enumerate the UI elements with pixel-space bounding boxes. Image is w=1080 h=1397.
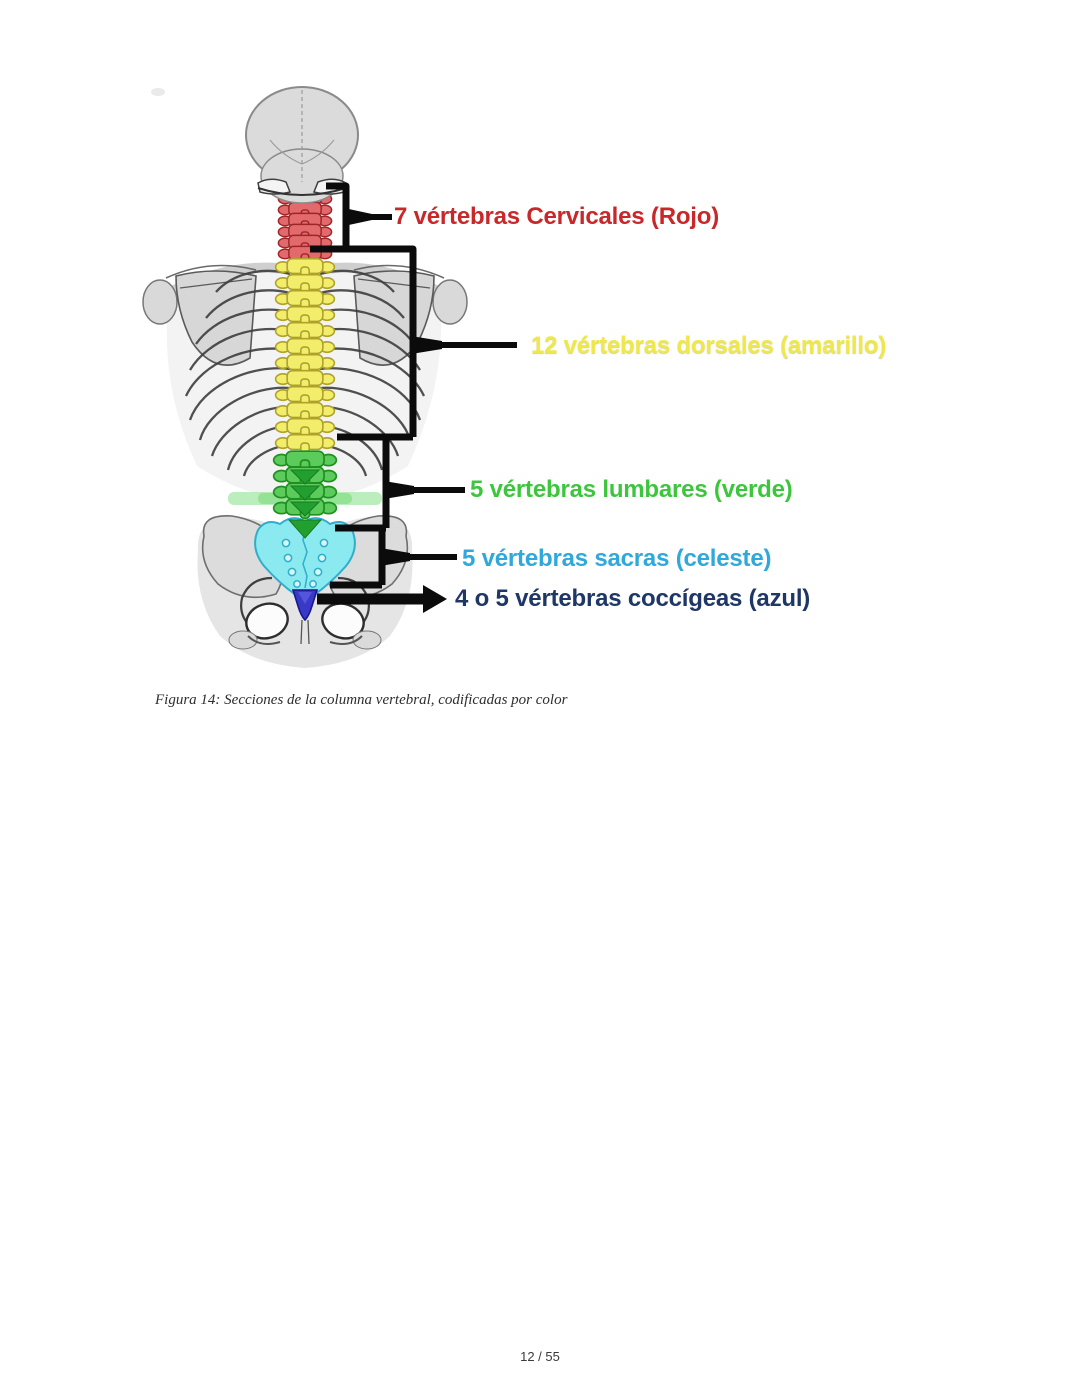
- label-cervical-vertebrae: 7 vértebras Cervicales (Rojo): [394, 203, 720, 230]
- label-lumbar-vertebrae: 5 vértebras lumbares (verde): [470, 476, 793, 503]
- annotation-bracket-flares: [344, 208, 442, 566]
- page-number: 12 / 55: [520, 1349, 560, 1364]
- annotation-brackets: [310, 182, 517, 589]
- coccyx-drawing: [291, 589, 319, 645]
- shoulder-girdle-drawing: [142, 264, 468, 366]
- spine-skeleton-illustration: [142, 86, 517, 668]
- coccyx-arrow: [317, 585, 447, 613]
- label-sacral-vertebrae: 5 vértebras sacras (celeste): [462, 545, 772, 572]
- sacrum-drawing: [254, 517, 356, 603]
- scan-smudge: [151, 88, 165, 96]
- label-coccygeal-vertebrae: 4 o 5 vértebras coccígeas (azul): [455, 585, 811, 612]
- label-dorsal-vertebrae: 12 vértebras dorsales (amarillo): [531, 332, 887, 359]
- figure-caption: Figura 14: Secciones de la columna verte…: [155, 692, 568, 708]
- lumbar-vertebrae: [228, 450, 382, 539]
